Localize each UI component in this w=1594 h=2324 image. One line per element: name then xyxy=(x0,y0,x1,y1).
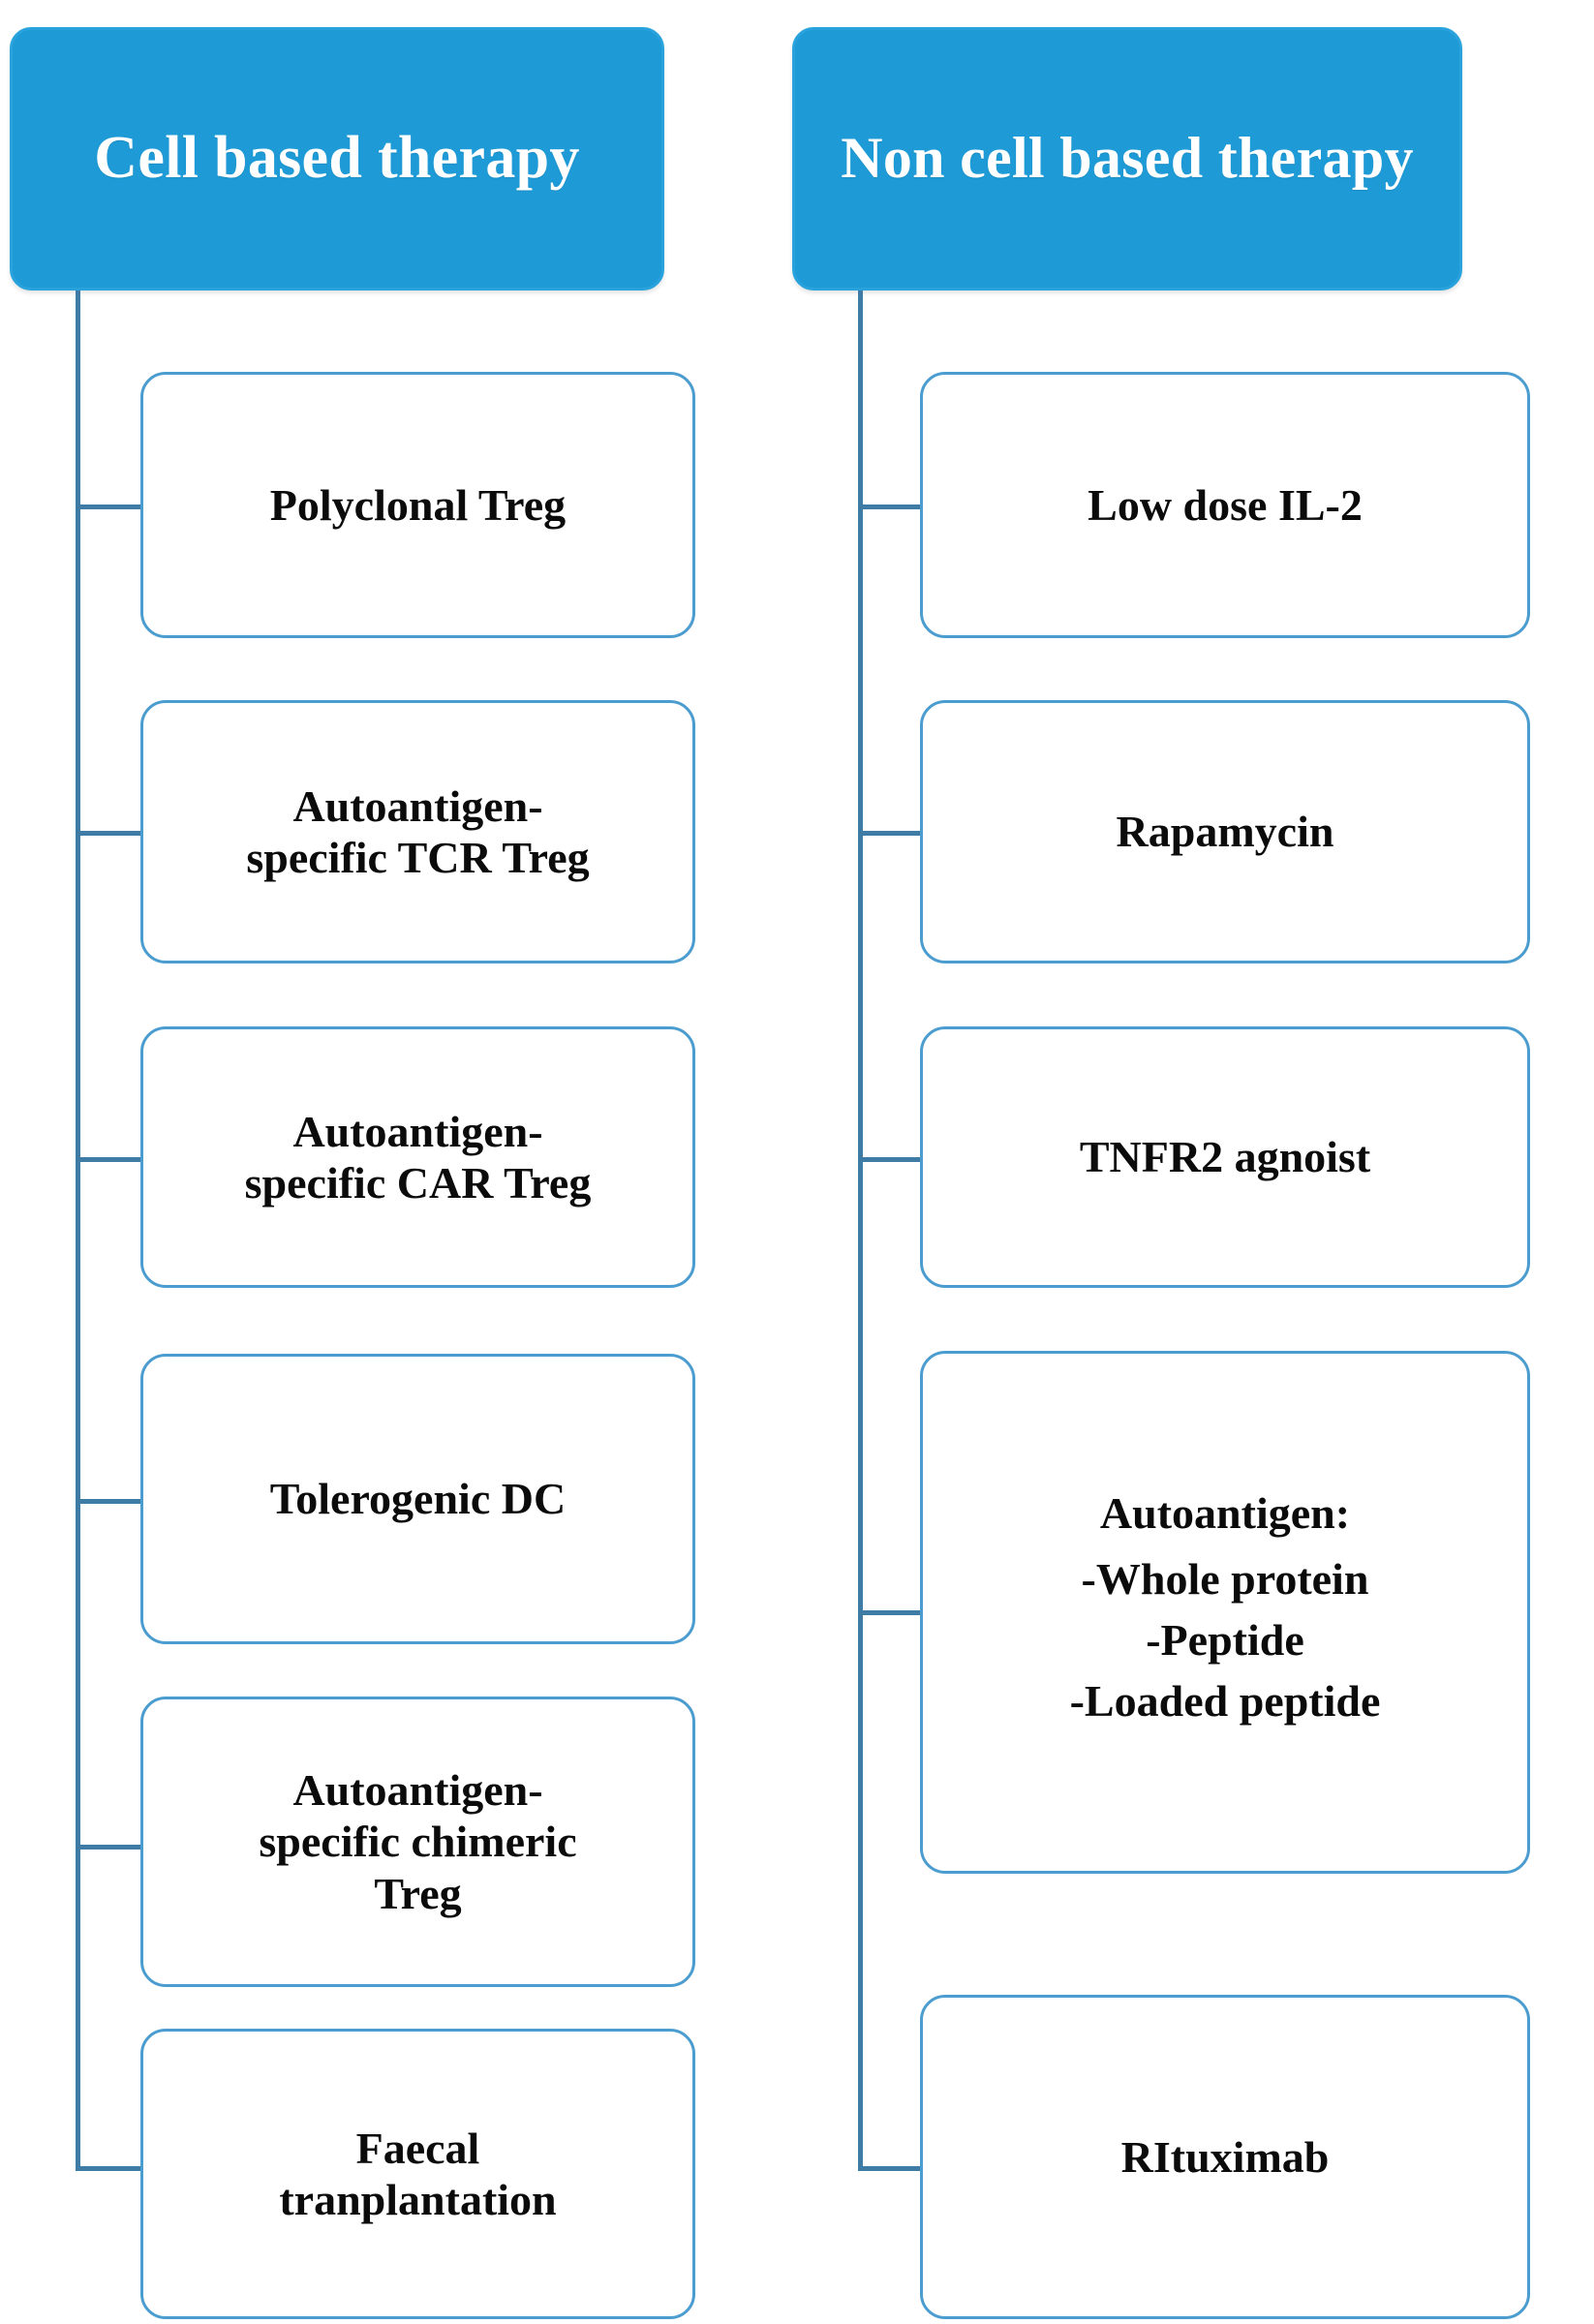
connector-stub-left-6 xyxy=(76,2166,140,2171)
node-low-dose-il-2[interactable]: Low dose IL-2 xyxy=(920,372,1530,638)
node-label: Autoantigen- specific CAR Treg xyxy=(244,1106,592,1208)
node-polyclonal-treg[interactable]: Polyclonal Treg xyxy=(140,372,695,638)
node-tnfr2-agonist[interactable]: TNFR2 agnoist xyxy=(920,1026,1530,1288)
connector-stub-right-4 xyxy=(858,1610,925,1615)
autoantigen-item-loaded-peptide: -Loaded peptide xyxy=(1069,1676,1381,1727)
node-rituximab[interactable]: RItuximab xyxy=(920,1995,1530,2319)
node-label: Polyclonal Treg xyxy=(269,479,567,530)
node-rapamycin[interactable]: Rapamycin xyxy=(920,700,1530,963)
node-label: Faecal tranplantation xyxy=(279,2123,557,2224)
root-node-label: Non cell based therapy xyxy=(841,126,1414,191)
root-node-non-cell-based-therapy[interactable]: Non cell based therapy xyxy=(792,27,1462,290)
node-label: TNFR2 agnoist xyxy=(1079,1132,1371,1182)
node-label: Tolerogenic DC xyxy=(269,1474,567,1524)
node-label: RItuximab xyxy=(1120,2131,1330,2182)
node-autoantigen-specific-tcr-treg[interactable]: Autoantigen- specific TCR Treg xyxy=(140,700,695,963)
node-label: Autoantigen- specific TCR Treg xyxy=(246,780,590,882)
node-label-stack: Autoantigen: -Whole protein -Peptide -Lo… xyxy=(1060,1487,1391,1736)
node-label: Rapamycin xyxy=(1116,807,1334,857)
autoantigen-item-whole-protein: -Whole protein xyxy=(1081,1553,1369,1604)
connector-stub-left-3 xyxy=(76,1157,140,1162)
connector-stub-right-2 xyxy=(858,831,925,836)
node-faecal-tranplantation[interactable]: Faecal tranplantation xyxy=(140,2029,695,2319)
node-label: Low dose IL-2 xyxy=(1088,479,1363,530)
connector-trunk-left xyxy=(76,290,80,2169)
connector-stub-left-2 xyxy=(76,831,140,836)
autoantigen-item-peptide: -Peptide xyxy=(1146,1615,1304,1665)
node-label: Autoantigen- specific chimeric Treg xyxy=(259,1764,577,1918)
connector-stub-left-4 xyxy=(76,1499,140,1504)
node-autoantigen-specific-chimeric-treg[interactable]: Autoantigen- specific chimeric Treg xyxy=(140,1697,695,1987)
node-autoantigen[interactable]: Autoantigen: -Whole protein -Peptide -Lo… xyxy=(920,1351,1530,1874)
node-autoantigen-specific-car-treg[interactable]: Autoantigen- specific CAR Treg xyxy=(140,1026,695,1288)
connector-stub-left-1 xyxy=(76,505,140,509)
connector-stub-right-5 xyxy=(858,2166,925,2171)
root-node-cell-based-therapy[interactable]: Cell based therapy xyxy=(10,27,664,290)
connector-stub-right-1 xyxy=(858,505,925,509)
connector-stub-left-5 xyxy=(76,1845,140,1850)
node-tolerogenic-dc[interactable]: Tolerogenic DC xyxy=(140,1354,695,1644)
autoantigen-heading: Autoantigen: xyxy=(1099,1488,1351,1539)
connector-stub-right-3 xyxy=(858,1157,925,1162)
connector-trunk-right xyxy=(858,290,863,2169)
root-node-label: Cell based therapy xyxy=(94,125,580,192)
